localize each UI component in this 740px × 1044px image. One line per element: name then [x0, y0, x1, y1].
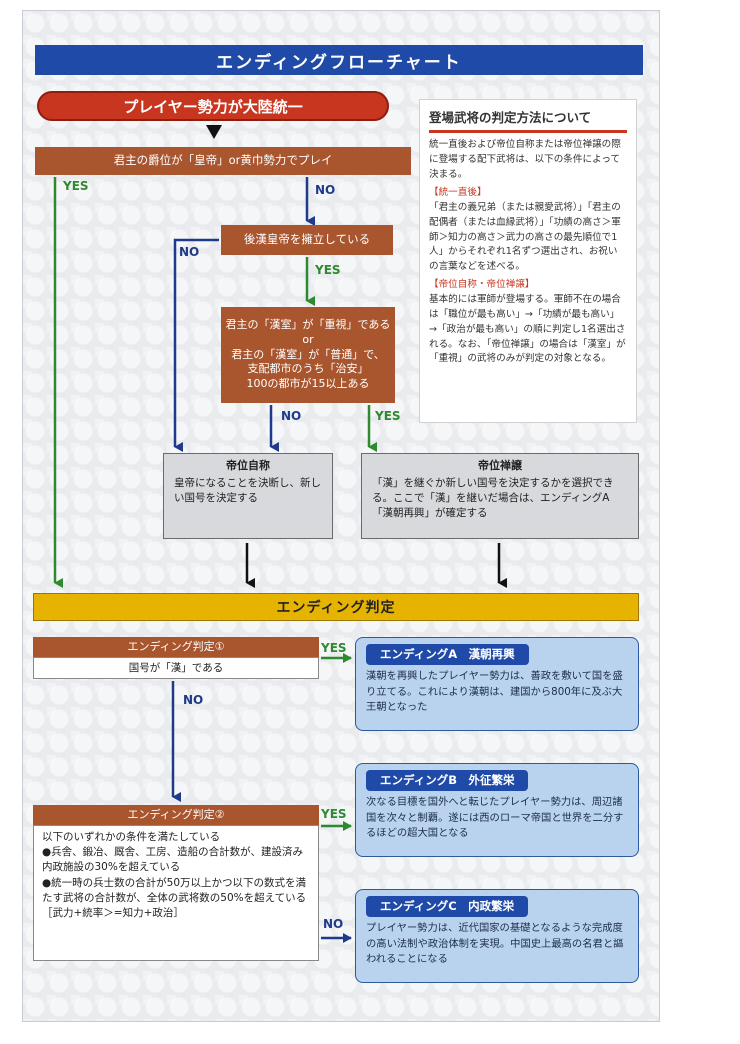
- box-abdication: 帝位禅譲 「漢」を継ぐか新しい国号を決定するかを選択できる。ここで「漢」を継いだ…: [361, 453, 639, 539]
- judge1-yes-label: YES: [321, 641, 347, 655]
- judge2-condition2: ●統一時の兵士数の合計が50万以上かつ以下の数式を満たす武将の合計数が、全体の武…: [42, 876, 307, 904]
- q3-line4: 支配都市のうち「治安」: [247, 362, 369, 376]
- flowchart-page: エンディングフローチャート プレイヤー勢力が大陸統一 君主の爵位が「皇帝」or黄…: [22, 10, 660, 1022]
- q3-line5: 100の都市が15以上ある: [246, 377, 370, 391]
- question-han-house: 君主の「漢室」が「重視」である or 君主の「漢室」が「普通」で、 支配都市のう…: [221, 307, 395, 403]
- ending-b-head: エンディングB 外征繁栄: [366, 770, 529, 792]
- ending-c-head: エンディングC 内政繁栄: [366, 896, 529, 918]
- judge1-no-label: NO: [183, 693, 204, 707]
- info-section2-title: 【帝位自称・帝位禅譲】: [429, 279, 535, 291]
- q3-yes-label: YES: [375, 409, 401, 423]
- q2-no-label: NO: [179, 245, 200, 259]
- info-heading: 登場武将の判定方法について: [429, 108, 627, 134]
- judge2-yes-label: YES: [321, 807, 347, 821]
- q3-line1: 君主の「漢室」が「重視」である: [225, 317, 391, 331]
- ending-a-text: 漢朝を再興したプレイヤー勢力は、善政を敷いて国を盛り立てる。これにより漢朝は、建…: [366, 670, 623, 714]
- q1-no-label: NO: [315, 183, 336, 197]
- q1-yes-label: YES: [63, 179, 89, 193]
- judge2-body: 以下のいずれかの条件を満たしている ●兵舎、鍛冶、厩舎、工房、造船の合計数が、建…: [33, 825, 319, 961]
- info-section1-title: 【統一直後】: [429, 186, 487, 198]
- ending-b-text: 次なる目標を国外へと転じたプレイヤー勢力は、周辺諸国を次々と制覇。遂には西のロー…: [366, 796, 624, 840]
- question-han-emperor: 後漢皇帝を擁立している: [221, 225, 393, 255]
- judge2-box: エンディング判定② 以下のいずれかの条件を満たしている ●兵舎、鍛冶、厩舎、工房…: [33, 805, 319, 961]
- self-proclaim-title: 帝位自称: [226, 459, 270, 472]
- info-section1-text: 「君主の義兄弟（または親愛武将）」「君主の配偶者（または血縁武将）」「功績の高さ…: [429, 201, 621, 273]
- judge2-formula: ［武力+統率＞=知力+政治］: [42, 907, 184, 920]
- abdication-text: 「漢」を継ぐか新しい国号を決定するかを選択できる。ここで「漢」を継いだ場合は、エ…: [372, 476, 614, 520]
- judge2-condition1: ●兵舎、鍛冶、厩舎、工房、造船の合計数が、建設済み内政施設の30%を超えている: [42, 846, 303, 874]
- q3-line2: or: [302, 332, 314, 346]
- ending-b-box: エンディングB 外征繁栄 次なる目標を国外へと転じたプレイヤー勢力は、周辺諸国を…: [355, 763, 639, 857]
- q3-no-label: NO: [281, 409, 302, 423]
- judge2-intro: 以下のいずれかの条件を満たしている: [42, 831, 221, 843]
- self-proclaim-text: 皇帝になることを決断し、新しい国号を決定する: [174, 476, 321, 505]
- judge1-condition: 国号が「漢」である: [33, 657, 319, 679]
- info-section2-text: 基本的には軍師が登場する。軍師不在の場合は「職位が最も高い」→「功績が最も高い」…: [429, 293, 626, 365]
- judge2-no-label: NO: [323, 917, 344, 931]
- page-title: エンディングフローチャート: [35, 45, 643, 75]
- box-self-proclaim: 帝位自称 皇帝になることを決断し、新しい国号を決定する: [163, 453, 333, 539]
- ending-c-box: エンディングC 内政繁栄 プレイヤー勢力は、近代国家の基礎となるような完成度の高…: [355, 889, 639, 983]
- info-intro: 統一直後および帝位自称または帝位禅譲の際に登場する配下武将は、以下の条件によって…: [429, 139, 621, 181]
- ending-judge-bar: エンディング判定: [33, 593, 639, 621]
- ending-a-box: エンディングA 漢朝再興 漢朝を再興したプレイヤー勢力は、善政を敷いて国を盛り立…: [355, 637, 639, 731]
- judge2-head: エンディング判定②: [33, 805, 319, 825]
- abdication-title: 帝位禅譲: [478, 459, 522, 472]
- flow-arrows: [53, 125, 507, 943]
- start-node: プレイヤー勢力が大陸統一: [37, 91, 389, 121]
- judge1-head: エンディング判定①: [33, 637, 319, 657]
- ending-a-head: エンディングA 漢朝再興: [366, 644, 529, 666]
- q2-yes-label: YES: [315, 263, 341, 277]
- judge1-box: エンディング判定① 国号が「漢」である: [33, 637, 319, 679]
- info-panel: 登場武将の判定方法について 統一直後および帝位自称または帝位禅譲の際に登場する配…: [419, 99, 637, 423]
- question-emperor-rank: 君主の爵位が「皇帝」or黄巾勢力でプレイ: [35, 147, 411, 175]
- ending-c-text: プレイヤー勢力は、近代国家の基礎となるような完成度の高い法制や政治体制を実現。中…: [366, 922, 624, 966]
- q2-no-arrow: [173, 238, 219, 452]
- start-down-triangle: [206, 125, 222, 139]
- q3-line3: 君主の「漢室」が「普通」で、: [231, 347, 385, 361]
